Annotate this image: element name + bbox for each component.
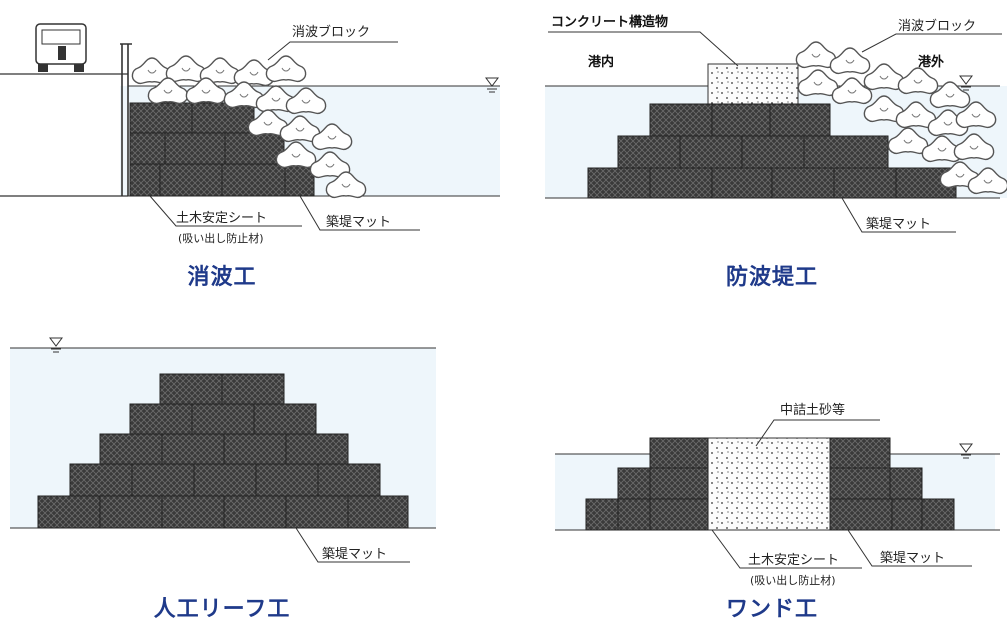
caption-wand: ワンド工 — [726, 597, 818, 622]
caption-shoha: 消波工 — [187, 265, 256, 290]
label-sheet-sub: (吸い出し防止材) — [750, 573, 836, 587]
label-sheet: 土木安定シート — [176, 211, 267, 226]
label-mat: 築堤マット — [866, 217, 931, 232]
mat-block — [829, 437, 891, 469]
label-wave-block: 消波ブロック — [292, 24, 370, 40]
concrete-structure — [707, 63, 799, 105]
mat-block — [37, 495, 409, 529]
label-fill: 中詰土砂等 — [780, 402, 845, 418]
label-sheet-sub: (吸い出し防止材) — [178, 231, 264, 245]
panel-bohatei: コンクリート構造物 港内 港外 消波ブロック 築堤マット 防波堤工 — [545, 14, 1007, 290]
caption-reef: 人工リーフ工 — [154, 597, 291, 622]
mat-block — [129, 403, 317, 435]
caption-bohatei: 防波堤工 — [726, 265, 818, 290]
mat-block — [69, 463, 381, 497]
mat-block — [649, 437, 709, 469]
mat-block — [617, 467, 709, 500]
label-mat: 築堤マット — [322, 547, 387, 562]
mat-block — [617, 135, 889, 169]
mat-block — [129, 132, 285, 165]
label-mat: 築堤マット — [880, 551, 945, 566]
label-concrete: コンクリート構造物 — [551, 14, 668, 30]
label-wave-block: 消波ブロック — [898, 18, 976, 34]
panel-shoha: 消波ブロック 土木安定シート (吸い出し防止材) 築堤マット 消波工 — [0, 23, 500, 290]
mat-block — [829, 467, 923, 500]
mat-block — [649, 103, 831, 137]
mat-block — [585, 498, 709, 531]
label-mat: 築堤マット — [326, 215, 391, 230]
panel-wand: 中詰土砂等 土木安定シート (吸い出し防止材) 築堤マット ワンド工 — [555, 402, 1000, 622]
label-sheet: 土木安定シート — [748, 553, 839, 568]
quay-wall — [120, 43, 132, 196]
panel-reef: 築堤マット 人工リーフ工 — [10, 337, 436, 622]
label-harbor-outer: 港外 — [918, 54, 944, 70]
truck-icon — [35, 23, 87, 72]
label-harbor-inner: 港内 — [588, 54, 614, 70]
fill-sand — [707, 437, 831, 531]
